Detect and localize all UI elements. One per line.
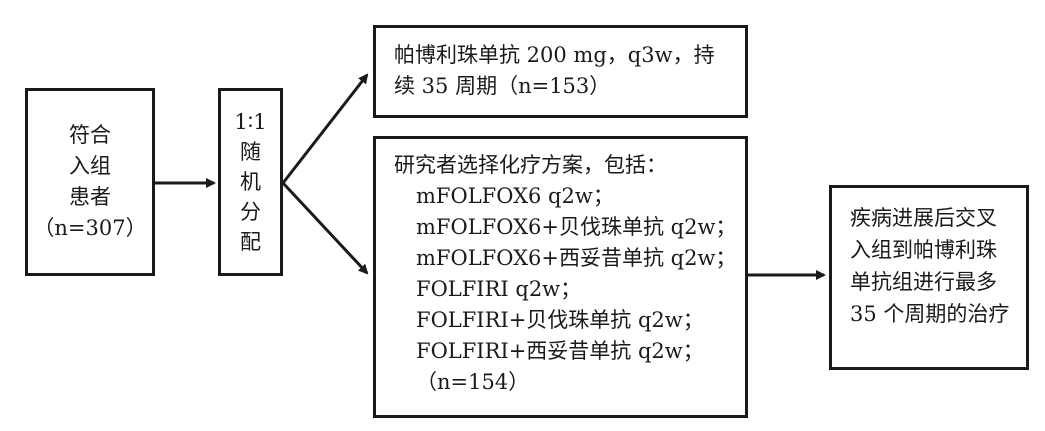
pembrolizumab-arm-box: 帕博利珠单抗 200 mg，q3w，持续 35 周期（n=153） — [373, 25, 748, 118]
chemotherapy-option: FOLFIRI+西妥昔单抗 q2w； — [416, 339, 704, 363]
chemotherapy-option: mFOLFOX6+贝伐珠单抗 q2w； — [416, 215, 737, 239]
randomization-label: 1∶1 随 机 分 配 — [234, 107, 266, 257]
crossover-text: 疾病进展后交叉入组到帕博利珠单抗组进行最多 35 个周期的治疗 — [850, 206, 1010, 326]
chemotherapy-arm-heading: 研究者选择化疗方案，包括： — [394, 153, 667, 177]
chemotherapy-arm-count: （n=154） — [416, 370, 530, 394]
randomization-char: 随 — [240, 140, 261, 164]
chemotherapy-option: mFOLFOX6+西妥昔单抗 q2w； — [416, 246, 737, 270]
crossover-box: 疾病进展后交叉入组到帕博利珠单抗组进行最多 35 个周期的治疗 — [829, 185, 1029, 370]
randomization-char: 配 — [240, 230, 261, 254]
enroll-line: 入组 — [68, 154, 111, 178]
chemotherapy-option: mFOLFOX6 q2w； — [416, 184, 614, 208]
arrow-randomize-to-chemo — [281, 181, 369, 275]
enroll-line: 患者 — [68, 185, 111, 209]
enrolled-patients-label: 符合 入组 患者 （n=307） — [33, 120, 146, 244]
pembrolizumab-arm-text: 帕博利珠单抗 200 mg，q3w，持续 35 周期（n=153） — [394, 43, 715, 98]
enroll-line: 符合 — [68, 123, 111, 147]
randomization-char: 机 — [240, 170, 261, 194]
arrow-randomize-to-pembrolizumab — [281, 73, 369, 184]
randomization-box: 1∶1 随 机 分 配 — [218, 88, 283, 276]
randomization-char: 分 — [240, 200, 261, 224]
chemotherapy-arm-box: 研究者选择化疗方案，包括： mFOLFOX6 q2w； mFOLFOX6+贝伐珠… — [373, 136, 748, 418]
randomization-ratio: 1∶1 — [234, 110, 267, 134]
chemotherapy-option: FOLFIRI q2w； — [416, 277, 582, 301]
enrolled-patients-box: 符合 入组 患者 （n=307） — [25, 88, 155, 276]
enroll-count: （n=307） — [33, 216, 147, 240]
chemotherapy-option: FOLFIRI+贝伐珠单抗 q2w； — [416, 308, 704, 332]
